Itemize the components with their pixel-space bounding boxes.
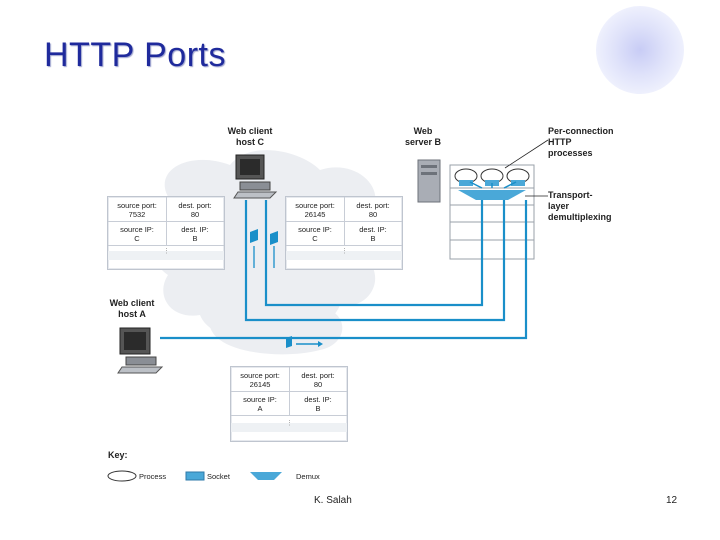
page-number: 12 — [666, 495, 678, 506]
key-title: Key: — [108, 450, 128, 460]
key-demux-label: Demux — [296, 472, 320, 481]
key-process-label: Process — [139, 472, 167, 481]
host-a-computer — [117, 327, 164, 374]
segment-host-c-26145: source port:26145 dest. port:80 source I… — [285, 196, 403, 270]
footer-author: K. Salah — [314, 495, 352, 506]
socket-host-c-2 — [270, 231, 278, 245]
connection-c-2 — [264, 200, 484, 307]
key-socket-label: Socket — [207, 472, 230, 481]
decorative-circle — [596, 6, 684, 94]
connection-a — [160, 200, 528, 340]
network-cloud-lower — [208, 294, 343, 355]
pointer-processes — [504, 139, 549, 169]
connection-c-1 — [244, 200, 506, 322]
socket-host-c-1 — [250, 229, 258, 243]
socket-host-a — [286, 336, 292, 348]
socket-3 — [511, 180, 525, 186]
segment-host-a-26145: source port:26145 dest. port:80 source I… — [230, 366, 348, 442]
socket-1 — [459, 180, 473, 186]
demux-shape — [458, 190, 526, 200]
server-b-icon — [417, 159, 441, 203]
slide-title: HTTP Ports — [44, 36, 226, 74]
key-socket-icon — [185, 471, 205, 481]
key-demux-icon — [250, 472, 282, 480]
key-process-icon — [107, 470, 137, 482]
segment-host-c-7532: source port:7532 dest. port:80 source IP… — [107, 196, 225, 270]
host-c-computer — [233, 154, 278, 199]
